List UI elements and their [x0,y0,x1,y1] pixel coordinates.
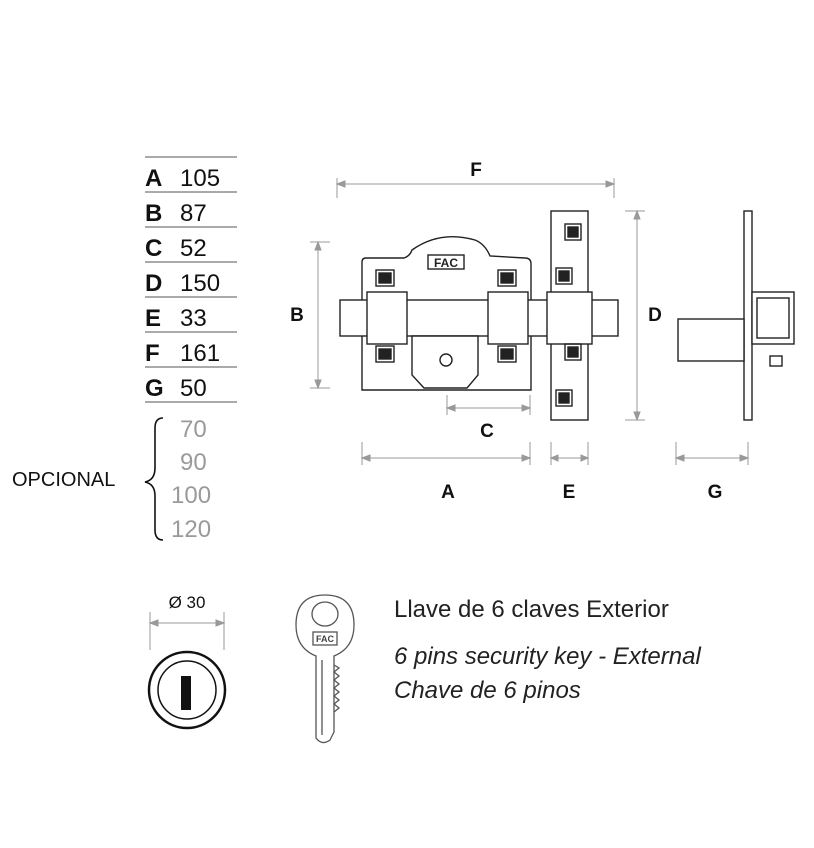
dimension-E [549,442,590,465]
screw [500,348,514,360]
keyhole-housing [411,335,479,389]
screw [497,269,517,287]
label-B: B [290,305,304,326]
screw [378,348,392,360]
dimension-C [445,395,532,415]
table-value: 33 [180,305,207,332]
cylinder-view: Ø 30 [147,593,227,730]
screw [497,345,517,363]
screw [375,345,395,363]
screw [555,267,573,285]
dimension-F [335,178,616,198]
table-letter: G [145,375,164,402]
table-letter: C [145,235,162,262]
screw [500,272,514,284]
screw [375,269,395,287]
optional-value: 90 [180,449,207,476]
dimension-D [625,209,645,422]
brand-badge [427,254,465,270]
screw [564,343,582,361]
screw [378,272,392,284]
table-value: 105 [180,165,220,192]
table-value: 150 [180,270,220,297]
optional-brace [144,417,164,541]
screw [555,389,573,407]
description-line-1: Llave de 6 claves Exterior [394,596,669,623]
cylinder-keyway [181,676,191,710]
label-A: A [441,482,455,503]
screw [567,226,579,238]
brand-mark: FAC [434,256,458,270]
keeper-box [546,291,593,345]
table-letter: B [145,200,162,227]
side-tail [769,355,783,367]
description-line-3: Chave de 6 pinos [394,677,581,704]
table-value: 87 [180,200,207,227]
table-value: 161 [180,340,220,367]
side-plate [743,210,753,421]
table-letter: E [145,305,161,332]
dimension-G [674,442,750,465]
svg-text:FAC: FAC [316,634,335,644]
label-C: C [480,421,494,442]
table-value: 52 [180,235,207,262]
key-icon: FAC [295,594,355,744]
label-G: G [708,482,723,503]
screw [564,223,582,241]
lock-side-view [677,210,795,421]
side-cylinder [677,318,745,362]
screw [558,270,570,282]
optional-group: OPCIONAL 70 90 100 120 [12,416,211,543]
screw [558,392,570,404]
table-letter: D [145,270,162,297]
optional-value: 100 [171,482,211,509]
lock-front-view: FAC [310,178,750,465]
bolt-guide-right [487,291,529,345]
optional-value: 120 [171,516,211,543]
table-value: 50 [180,375,207,402]
dimension-A [360,442,532,465]
cylinder-diameter-label: Ø 30 [169,593,206,612]
bolt-guide-left [366,291,408,345]
label-D: D [648,305,662,326]
table-letter: F [145,340,160,367]
screw [567,346,579,358]
dimension-B [310,240,330,390]
optional-value: 70 [180,416,207,443]
keyhole [439,353,453,367]
optional-label: OPCIONAL [12,469,115,491]
label-F: F [470,160,482,181]
table-letter: A [145,165,162,192]
label-E: E [563,482,576,503]
dimension-labels: F B D C A E G [290,160,722,503]
description-line-2: 6 pins security key - External [394,643,701,670]
